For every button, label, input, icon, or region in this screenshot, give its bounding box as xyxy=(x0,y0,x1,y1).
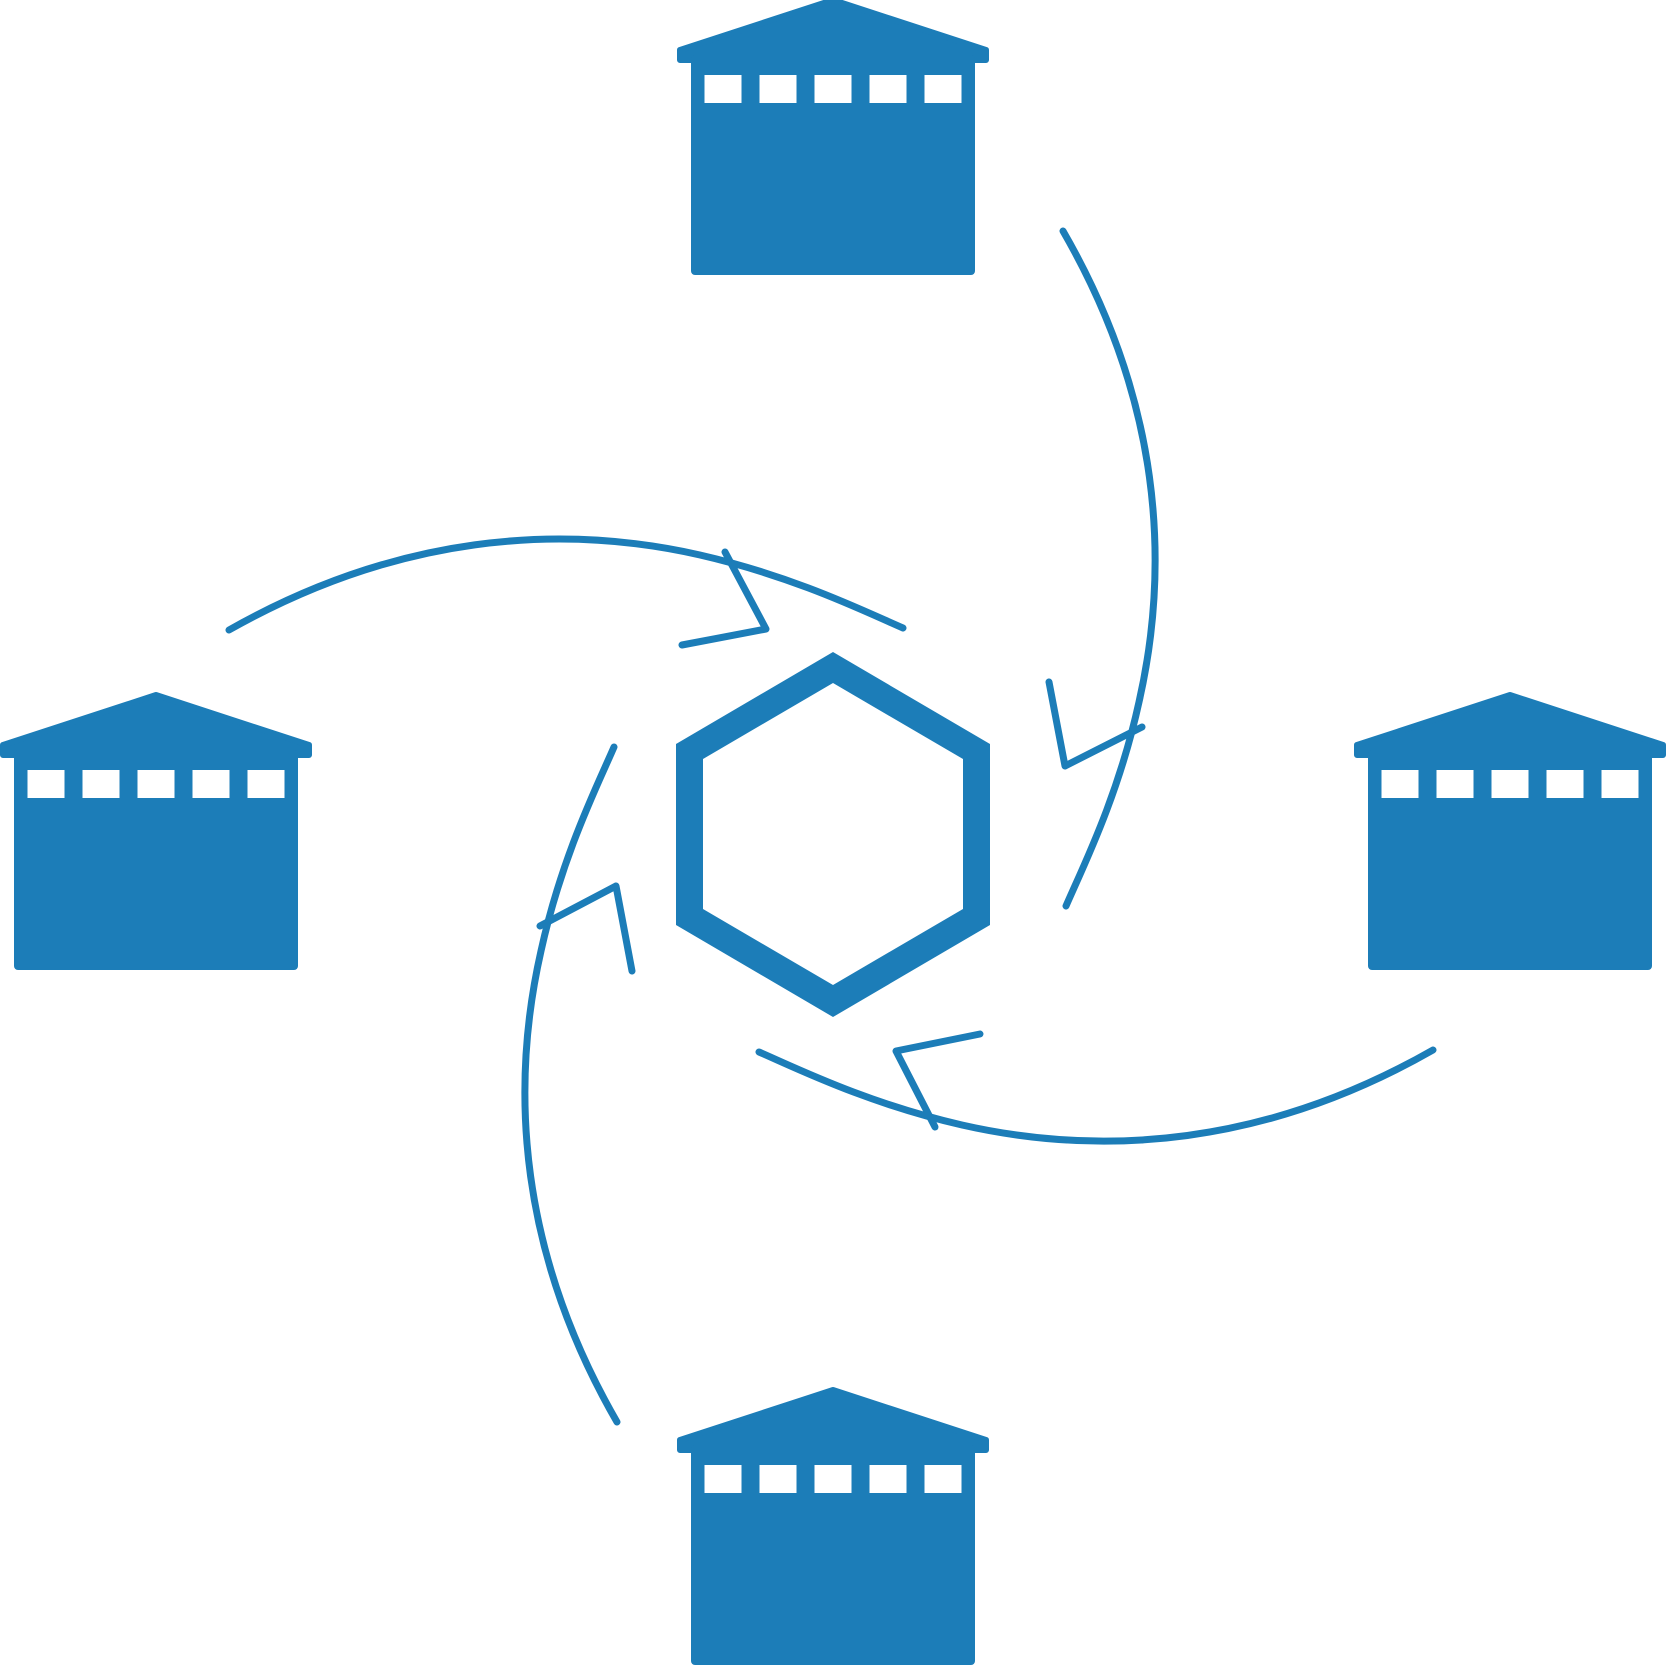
curved-arrow-icon-line xyxy=(755,1046,1437,1145)
warehouse-window xyxy=(1491,770,1529,798)
warehouse-window xyxy=(869,1465,907,1493)
warehouse-window xyxy=(924,75,962,103)
warehouse-window xyxy=(82,770,120,798)
warehouse-window xyxy=(1436,770,1474,798)
warehouse-window xyxy=(704,75,742,103)
warehouse-window xyxy=(704,1465,742,1493)
warehouse-body xyxy=(691,1445,975,1665)
warehouse-east-warehouse-icon xyxy=(1354,692,1666,970)
warehouse-window xyxy=(137,770,175,798)
warehouse-window xyxy=(869,75,907,103)
arrowhead-icon xyxy=(678,548,770,649)
warehouse-window xyxy=(759,75,797,103)
warehouse-window xyxy=(1381,770,1419,798)
curved-arrow-icon-line xyxy=(225,535,907,634)
arrow-east-to-hub xyxy=(755,1030,1437,1145)
arrow-north-to-hub xyxy=(1045,227,1159,910)
hub-hexagon-inner xyxy=(703,683,963,985)
warehouse-window xyxy=(1546,770,1584,798)
arrowhead-icon xyxy=(892,1030,984,1131)
curved-arrow-icon-line xyxy=(521,743,621,1426)
curved-arrow-icon-line xyxy=(1059,227,1159,910)
warehouse-roof xyxy=(677,1387,989,1453)
warehouse-window xyxy=(924,1465,962,1493)
warehouse-roof xyxy=(677,0,989,63)
warehouse-west-warehouse-icon xyxy=(0,692,312,970)
arrowhead-icon xyxy=(536,882,636,975)
hexagon-icon xyxy=(676,652,990,1017)
warehouse-window xyxy=(27,770,65,798)
warehouse-body xyxy=(14,750,298,970)
arrow-south-to-hub xyxy=(521,743,636,1426)
warehouse-window xyxy=(192,770,230,798)
warehouse-window xyxy=(759,1465,797,1493)
warehouse-roof xyxy=(0,692,312,758)
warehouse-window xyxy=(247,770,285,798)
warehouse-north-warehouse-icon xyxy=(677,0,989,275)
warehouse-body xyxy=(1368,750,1652,970)
warehouse-south-warehouse-icon xyxy=(677,1387,989,1665)
warehouse-roof xyxy=(1354,692,1666,758)
warehouse-window xyxy=(1601,770,1639,798)
warehouse-window xyxy=(814,75,852,103)
warehouse-body xyxy=(691,55,975,275)
arrowhead-icon xyxy=(1045,678,1146,770)
hub-layer xyxy=(676,652,990,1017)
warehouse-window xyxy=(814,1465,852,1493)
arrow-west-to-hub xyxy=(225,535,907,649)
arrows-layer xyxy=(225,227,1437,1426)
